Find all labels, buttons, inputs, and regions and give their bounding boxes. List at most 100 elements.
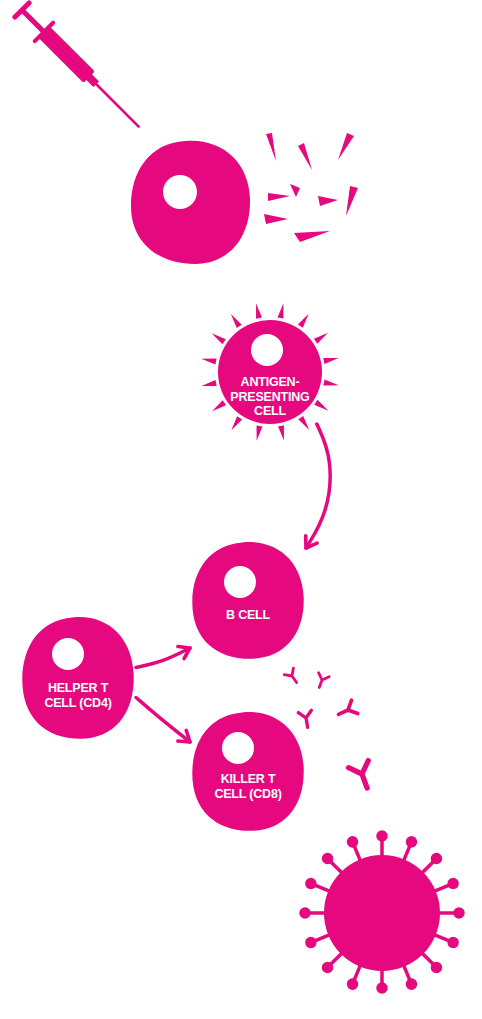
- spike: [278, 303, 287, 319]
- signal-arrow: [136, 698, 190, 743]
- cell-nucleus: [224, 566, 256, 598]
- spike: [323, 355, 339, 364]
- antibody: [349, 761, 377, 792]
- fragment: [294, 231, 330, 242]
- spike-tip: [448, 878, 458, 888]
- spike: [314, 330, 330, 343]
- cell-outline: [190, 710, 306, 832]
- cell-node: B CELL: [190, 540, 306, 660]
- cell-body: [218, 320, 322, 424]
- fragment: [346, 186, 358, 216]
- cell-label-group: HELPER T CELL (CD4): [36, 681, 120, 710]
- spike-tip: [455, 909, 463, 917]
- spike: [253, 303, 262, 319]
- cell-outline: [20, 615, 136, 740]
- spike: [210, 331, 226, 344]
- spike: [314, 400, 330, 413]
- spike-tip: [301, 909, 309, 917]
- virus-spike: [380, 839, 384, 858]
- spike: [201, 356, 217, 365]
- spike: [210, 400, 226, 413]
- virus-spike: [314, 934, 332, 941]
- spike: [323, 380, 339, 389]
- virus-spike: [354, 845, 361, 863]
- virus-spike: [314, 885, 332, 892]
- spike: [201, 380, 217, 389]
- spike-tip: [378, 832, 386, 840]
- body-cell: [131, 141, 250, 264]
- cell-nucleus: [251, 334, 283, 366]
- cell-label: ANTIGEN- PRESENTING CELL: [223, 375, 317, 419]
- spike: [298, 312, 311, 328]
- cell-label-group: KILLER T CELL (CD8): [206, 772, 290, 801]
- signal-arrow: [306, 424, 330, 548]
- cell-node: HELPER T CELL (CD4): [20, 615, 136, 740]
- spike-tip: [322, 962, 333, 973]
- syringe-needle: [96, 84, 139, 127]
- fragment: [338, 133, 354, 160]
- spike: [254, 425, 263, 441]
- virus-spike: [421, 861, 434, 874]
- syringe-barrel: [38, 26, 95, 83]
- virus: [301, 832, 463, 992]
- cell-nucleus: [163, 175, 197, 209]
- signal-arrow: [136, 648, 190, 668]
- spike-tip: [347, 979, 357, 989]
- cell-label: B CELL: [200, 608, 296, 623]
- antigen-fragments: [264, 133, 358, 242]
- virus-spike: [437, 911, 456, 915]
- antibody: [314, 673, 329, 690]
- cell-body: [192, 542, 303, 659]
- cell-label-group: ANTIGEN- PRESENTING CELL: [223, 375, 317, 419]
- virus-spike: [330, 861, 343, 874]
- receptor-spikes: [201, 303, 340, 442]
- syringe-plunger: [20, 8, 46, 34]
- spike-tip: [431, 853, 442, 864]
- fragment: [298, 143, 312, 170]
- spike: [278, 425, 287, 441]
- spike-tip: [448, 937, 458, 947]
- fragment: [268, 193, 290, 201]
- virus-spikes: [301, 832, 463, 992]
- cell-nucleus: [222, 732, 254, 764]
- spike-tip: [378, 984, 386, 992]
- fragment: [266, 133, 276, 161]
- cell-node: KILLER T CELL (CD8): [190, 710, 306, 832]
- virus-spike: [330, 952, 343, 965]
- fragment: [264, 214, 288, 224]
- spike-tip: [347, 837, 357, 847]
- virus-spike: [433, 934, 451, 941]
- virus-body: [324, 855, 440, 971]
- virus-spike: [308, 911, 327, 915]
- cell-nucleus: [52, 638, 84, 670]
- fragment: [318, 196, 338, 206]
- spike-tip: [406, 979, 416, 989]
- spike-tip: [306, 937, 316, 947]
- spike: [229, 416, 242, 432]
- cell-label-group: B CELL: [200, 608, 296, 623]
- cell-outline: [190, 540, 306, 660]
- antibody: [284, 668, 301, 686]
- virus-spike: [433, 885, 451, 892]
- cell-body: [192, 712, 303, 831]
- spike: [298, 416, 311, 432]
- cell-body: [22, 617, 133, 739]
- spike: [228, 312, 241, 328]
- virus-spike: [421, 952, 434, 965]
- fragment: [290, 184, 300, 197]
- virus-spike: [354, 964, 361, 982]
- spike-tip: [406, 837, 416, 847]
- spike-tip: [306, 878, 316, 888]
- antibody: [298, 710, 314, 728]
- cell-label: KILLER T CELL (CD8): [206, 772, 290, 801]
- cell-node: ANTIGEN- PRESENTING CELL: [218, 320, 322, 424]
- virus-spike: [403, 845, 410, 863]
- antibody: [335, 700, 357, 721]
- spike-tip: [431, 962, 442, 973]
- cell-label: HELPER T CELL (CD4): [36, 681, 120, 710]
- spike-tip: [322, 853, 333, 864]
- virus-spike: [403, 964, 410, 982]
